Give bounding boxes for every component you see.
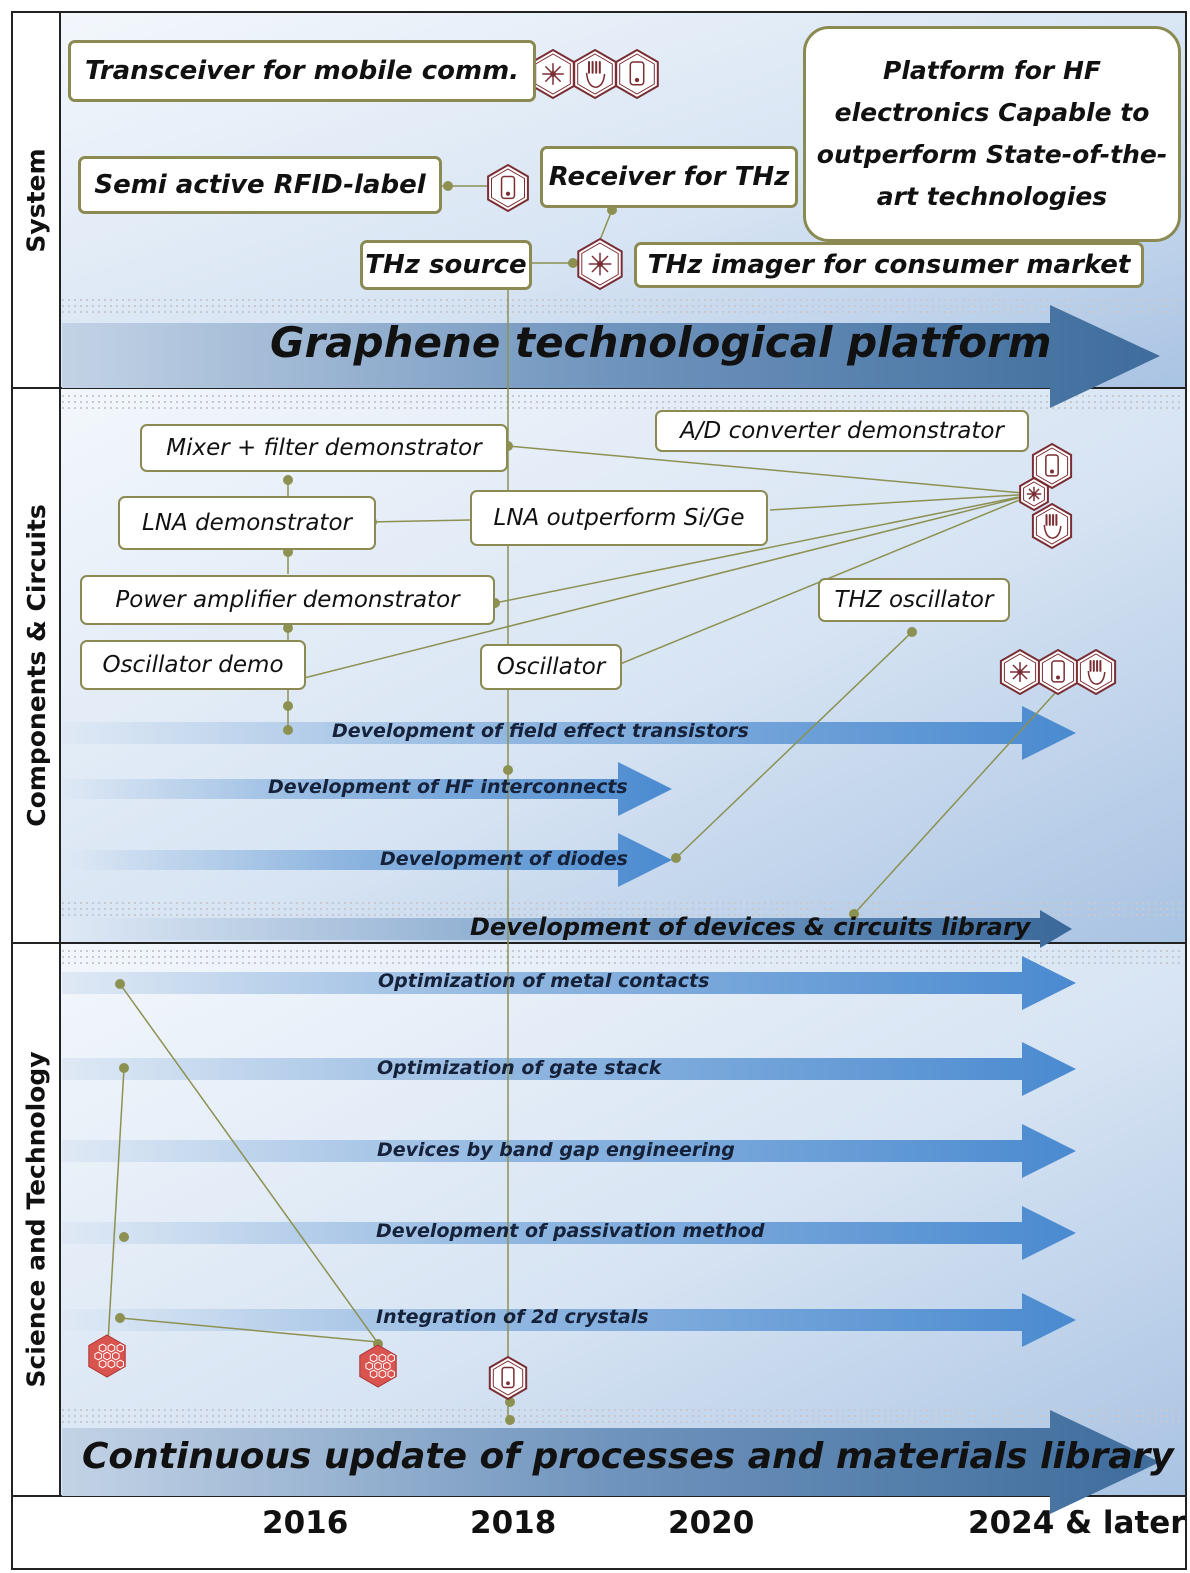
lane-science-bg xyxy=(60,943,1186,1496)
materials-library-arrow xyxy=(62,1410,1160,1514)
oscillator-text: Oscillator xyxy=(496,654,606,680)
metal-contacts-arrow xyxy=(62,956,1076,1010)
hand-icon xyxy=(573,48,617,100)
transceiver-box: Transceiver for mobile comm. xyxy=(68,40,536,102)
lna-outperform-text: LNA outperform Si/Ge xyxy=(493,505,745,531)
thz-receiver-box: Receiver for THz xyxy=(540,146,798,208)
ad-converter-box: A/D converter demonstrator xyxy=(655,410,1029,452)
mixer-text: Mixer + filter demonstrator xyxy=(166,435,482,461)
interconnects-arrow-label: Development of HF interconnects xyxy=(268,776,628,798)
thz-oscillator-text: THZ oscillator xyxy=(834,587,994,613)
laser-icon xyxy=(577,237,623,291)
gate-stack-arrow-label: Optimization of gate stack xyxy=(377,1057,662,1079)
lane-label-components-text: Components & Circuits xyxy=(21,504,51,827)
mixer-box: Mixer + filter demonstrator xyxy=(140,424,508,472)
year-2020: 2020 xyxy=(668,1505,755,1541)
phone-icon xyxy=(1037,648,1079,696)
thz-oscillator-box: THZ oscillator xyxy=(818,578,1010,622)
rfid-text: Semi active RFID-label xyxy=(94,170,426,200)
lna-demo-text: LNA demonstrator xyxy=(142,510,352,536)
thz-imager-text: THz imager for consumer market xyxy=(647,250,1131,280)
diodes-arrow xyxy=(62,833,672,887)
phone-icon xyxy=(487,163,529,213)
fet-arrow-label: Development of field effect transistors xyxy=(332,720,749,742)
platform-goal-text: Platform for HF electronics Capable to o… xyxy=(816,56,1168,211)
dotted-bands xyxy=(62,299,1184,1423)
interconnects-arrow xyxy=(62,762,672,816)
lane-label-components: Components & Circuits xyxy=(12,388,60,943)
library-arrow-label: Development of devices & circuits librar… xyxy=(470,913,1031,941)
phone-icon xyxy=(615,48,659,100)
year-2024-later: 2024 & later xyxy=(968,1505,1186,1541)
crystals-arrow xyxy=(62,1293,1076,1347)
phone-icon xyxy=(488,1355,528,1401)
diodes-arrow-label: Development of diodes xyxy=(380,848,628,870)
band-gap-arrow xyxy=(62,1124,1076,1178)
lane-label-science: Science and Technology xyxy=(12,943,60,1496)
crystals-arrow-label: Integration of 2d crystals xyxy=(376,1306,649,1328)
hand-icon xyxy=(1031,502,1073,550)
transceiver-text: Transceiver for mobile comm. xyxy=(84,56,520,86)
power-amp-box: Power amplifier demonstrator xyxy=(80,575,495,625)
metal-contacts-arrow-label: Optimization of metal contacts xyxy=(378,970,710,992)
platform-arrow xyxy=(62,305,1160,408)
hand-icon xyxy=(1075,648,1117,696)
year-2018: 2018 xyxy=(470,1505,557,1541)
passivation-arrow-label: Development of passivation method xyxy=(376,1220,765,1242)
thz-imager-box: THz imager for consumer market xyxy=(634,242,1144,288)
platform-arrow-label: Graphene technological platform xyxy=(270,318,1052,367)
year-2016: 2016 xyxy=(262,1505,349,1541)
passivation-arrow xyxy=(62,1206,1076,1260)
lattice-icon xyxy=(88,1334,126,1378)
thz-receiver-text: Receiver for THz xyxy=(548,162,790,192)
oscillator-demo-text: Oscillator demo xyxy=(102,652,284,678)
thz-source-box: THz source xyxy=(360,240,532,290)
power-amp-text: Power amplifier demonstrator xyxy=(115,587,460,613)
lna-demo-box: LNA demonstrator xyxy=(118,496,376,550)
thz-source-text: THz source xyxy=(365,250,527,280)
laser-icon xyxy=(999,648,1041,696)
fet-arrow xyxy=(62,706,1076,760)
platform-goal-box: Platform for HF electronics Capable to o… xyxy=(803,26,1181,242)
oscillator-box: Oscillator xyxy=(480,644,622,690)
icon-layer xyxy=(88,48,1117,1401)
rfid-box: Semi active RFID-label xyxy=(78,156,442,214)
ad-converter-text: A/D converter demonstrator xyxy=(680,418,1004,444)
lane-label-science-text: Science and Technology xyxy=(21,1051,51,1388)
lattice-icon xyxy=(359,1344,397,1388)
lna-outperform-box: LNA outperform Si/Ge xyxy=(470,490,768,546)
diagram-frame xyxy=(11,11,1187,1570)
laser-icon xyxy=(1019,476,1049,512)
materials-library-arrow-label: Continuous update of processes and mater… xyxy=(82,1436,1174,1477)
oscillator-demo-box: Oscillator demo xyxy=(80,640,306,690)
connector-dots xyxy=(115,181,917,1425)
lane-label-system: System xyxy=(12,12,60,388)
phone-icon xyxy=(1031,442,1073,490)
band-gap-arrow-label: Devices by band gap engineering xyxy=(377,1139,735,1161)
lane-label-system-text: System xyxy=(21,147,51,253)
library-arrow xyxy=(62,910,1072,948)
gate-stack-arrow xyxy=(62,1042,1076,1096)
